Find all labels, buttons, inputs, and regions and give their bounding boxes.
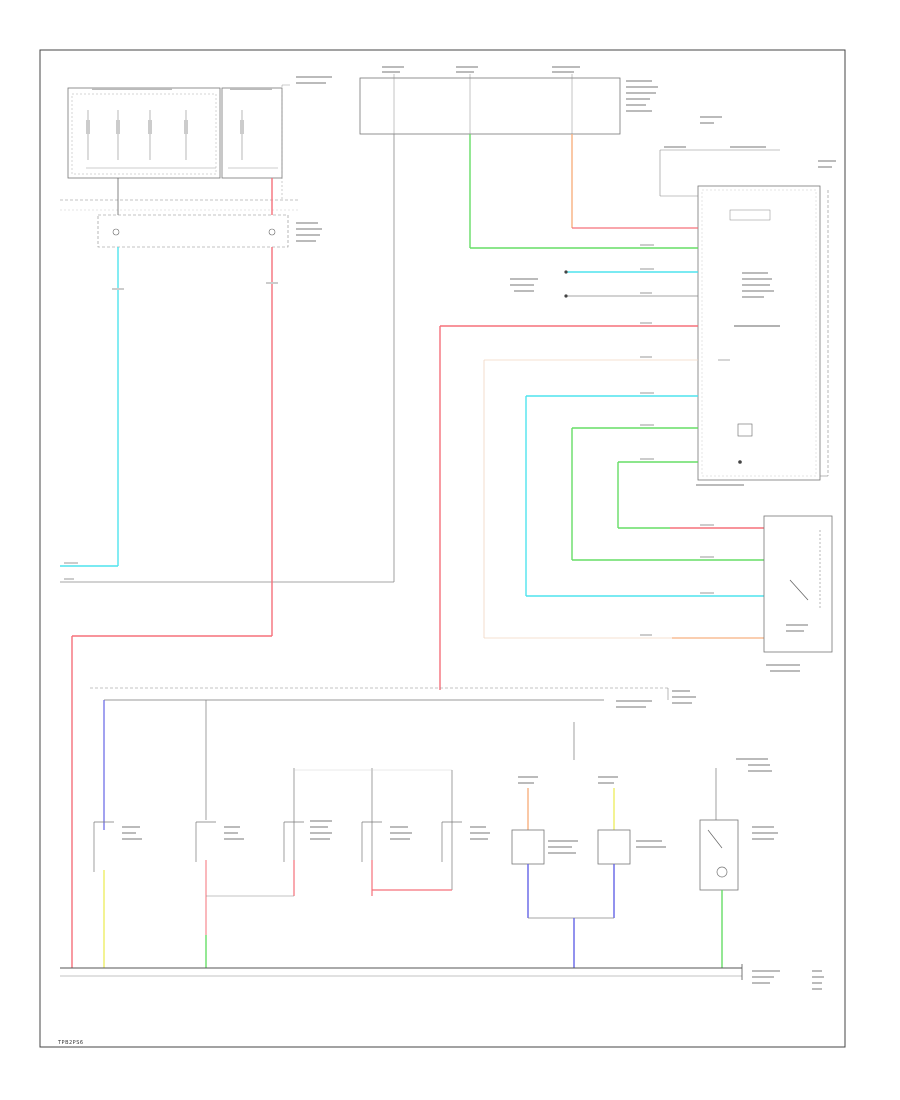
relay-box-left [67,87,221,179]
gauge-control-module [697,185,821,481]
indicator-box-left [511,829,545,865]
ecm-connector-box [97,214,289,248]
abs-control-box [359,77,621,135]
relay-box-right [221,87,283,179]
left-relay-group [67,76,332,200]
diagram-frame [39,49,846,1048]
light-control-switch [763,515,833,653]
diagram-code: TPB2PS6 [58,1040,84,1046]
indicator-box-right [597,829,631,865]
dome-light-switch [699,819,739,891]
